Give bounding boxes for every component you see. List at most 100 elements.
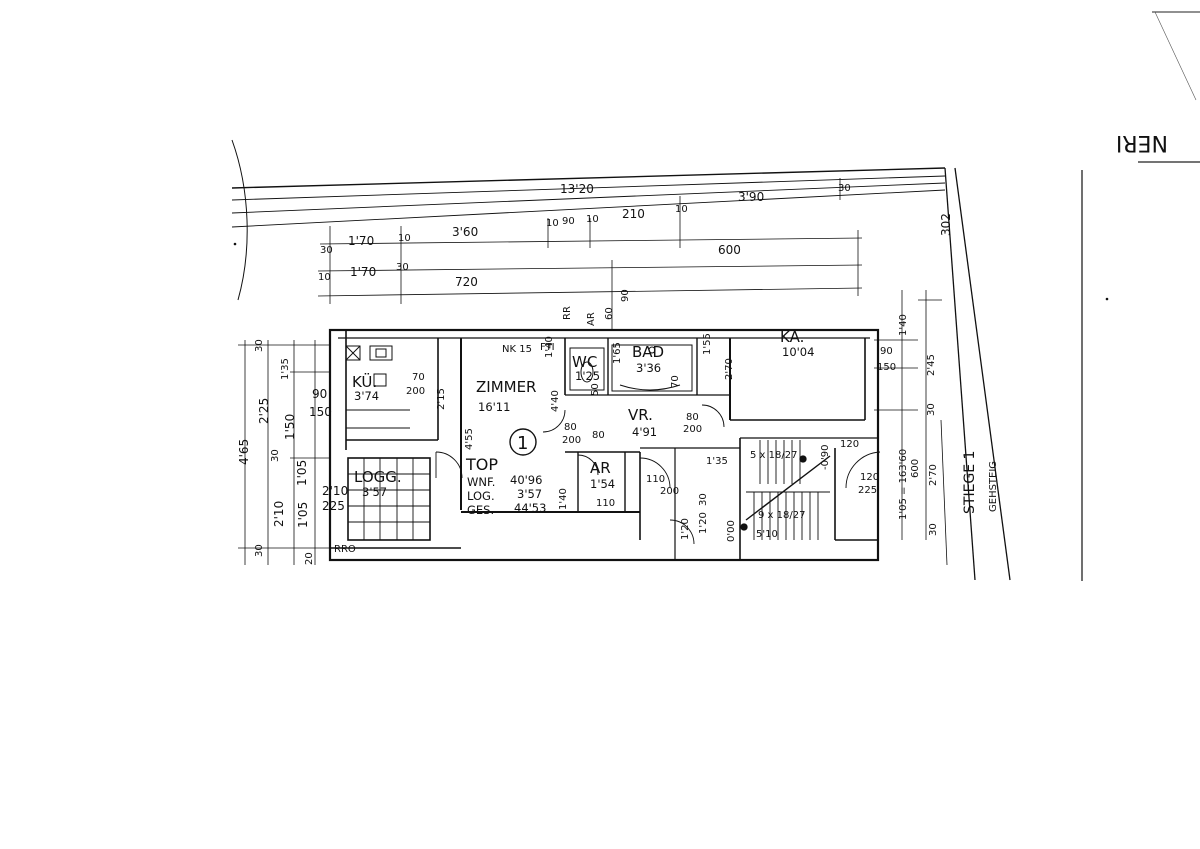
wnf-label: WNF. bbox=[467, 475, 495, 489]
zimmer-area: 16'11 bbox=[478, 400, 510, 414]
zimmer-h: 4'55 bbox=[464, 428, 475, 450]
ka-name: KA. bbox=[780, 328, 804, 346]
ldim-105: 1'05 bbox=[295, 460, 309, 486]
unit-number: 1 bbox=[517, 433, 528, 454]
dim-row2-720: 720 bbox=[455, 275, 478, 289]
dim-seg-600: 600 bbox=[718, 243, 741, 257]
dim-seg-30: 30 bbox=[320, 245, 333, 256]
rr-label: RR bbox=[562, 306, 573, 320]
dim-row2-10: 10 bbox=[318, 272, 331, 283]
bad-155: 1'55 bbox=[702, 333, 713, 355]
stair-lines bbox=[740, 440, 831, 540]
ldim-210: 2'10 bbox=[322, 484, 348, 498]
ar-door-h: 200 bbox=[660, 486, 679, 497]
margin-artifacts: NERI bbox=[231, 11, 1200, 581]
dim-seg-10a: 10 bbox=[398, 233, 411, 244]
ldim-30b: 30 bbox=[270, 449, 281, 462]
ges-label: GES. bbox=[467, 503, 494, 517]
kueche-name: KÜ. bbox=[352, 372, 377, 391]
ka-150: 150 bbox=[877, 362, 896, 373]
dim-seg-90: 90 bbox=[562, 216, 575, 227]
logg-area: 3'57 bbox=[362, 485, 387, 499]
rdim-270: 2'70 bbox=[928, 464, 939, 486]
vr-door-h: 200 bbox=[683, 424, 702, 435]
rdim-140: 1'40 bbox=[898, 314, 909, 336]
logg-name: LOGG. bbox=[354, 468, 402, 486]
stair-lower: 9 x 18/27 bbox=[758, 510, 805, 521]
kueche-area: 3'74 bbox=[354, 389, 379, 403]
ldim-135: 1'35 bbox=[280, 358, 291, 380]
rdim-600: 600 bbox=[910, 459, 921, 478]
ka-270: 2'70 bbox=[724, 358, 735, 380]
dim-overall: 13'20 bbox=[560, 182, 594, 196]
zimmer-name: ZIMMER bbox=[476, 378, 536, 396]
dim-row2-30: 30 bbox=[396, 262, 409, 273]
kue-door-w: 70 bbox=[412, 372, 425, 383]
vr-area: 4'91 bbox=[632, 425, 657, 439]
ldim-225: 2'25 bbox=[257, 398, 271, 424]
wc-140: 1'40 bbox=[544, 336, 555, 358]
ar-area: 1'54 bbox=[590, 477, 615, 491]
ar-140: 1'40 bbox=[558, 488, 569, 510]
kue-door-h: 200 bbox=[406, 386, 425, 397]
zimmer-w: 4'40 bbox=[550, 390, 561, 412]
ldim-150b: 1'50 bbox=[283, 414, 297, 440]
fti-label: FTI bbox=[540, 342, 555, 353]
inner-dimension-text: 70 200 2'15 4'55 4'40 1'40 1'65 50 70 1'… bbox=[406, 314, 939, 542]
dim-seg-10c: 10 bbox=[586, 214, 599, 225]
vr-door-w: 80 bbox=[686, 412, 699, 423]
stair-upper: 5 x 18/27 bbox=[750, 450, 797, 461]
dimension-lines-top bbox=[317, 178, 942, 330]
ar-name: AR bbox=[590, 459, 611, 477]
dim-seg-10b: 10 bbox=[546, 218, 559, 229]
rdim-245: 2'45 bbox=[926, 354, 937, 376]
loggia-grid bbox=[347, 457, 431, 541]
margin-text: NERI bbox=[1116, 130, 1168, 155]
vr-name: VR. bbox=[628, 406, 653, 424]
wc-165: 1'65 bbox=[612, 342, 623, 364]
bottom-510: 5'10 bbox=[756, 529, 778, 540]
stair-name: STIEGE 1 bbox=[962, 451, 978, 514]
log-label: LOG. bbox=[467, 489, 495, 503]
zim-door-w: 80 bbox=[564, 422, 577, 433]
property-lines bbox=[231, 167, 1011, 581]
stair-door-225: 225 bbox=[858, 485, 877, 496]
wc-area: 1'25 bbox=[575, 369, 600, 383]
ldim-105b: 1'05 bbox=[296, 502, 310, 528]
kitchen-fixtures bbox=[345, 345, 410, 429]
wc-50: 50 bbox=[590, 383, 601, 396]
dim-right-side: 302 bbox=[939, 213, 953, 236]
log-value: 3'57 bbox=[517, 487, 542, 501]
service-labels: NK 15 FTI RR AR 60 90 RRO bbox=[334, 289, 631, 555]
wet-room-fixtures bbox=[569, 344, 693, 392]
room-labels: KÜ. 3'74 ZIMMER 16'11 WC 1'25 BAD 3'36 K… bbox=[352, 328, 814, 499]
stair-landing: 1'05 = 163'60 bbox=[898, 449, 909, 520]
bottom-000: 0'00 bbox=[726, 520, 737, 542]
wm-num: 60 bbox=[604, 307, 615, 320]
wc-door-w: 80 bbox=[592, 430, 605, 441]
col-90: 90 bbox=[620, 289, 631, 302]
rdim-30: 30 bbox=[926, 403, 937, 416]
entry-30: 30 bbox=[698, 493, 709, 506]
dim-end-left: 30 bbox=[838, 183, 851, 194]
dim-right: 3'90 bbox=[738, 190, 764, 204]
stair-top-120: 120 bbox=[840, 439, 859, 450]
dimension-lines-left bbox=[238, 340, 330, 565]
unit-summary: 1 TOP WNF. 40'96 LOG. 3'57 GES. 44'53 bbox=[465, 428, 546, 517]
rro-label: RRO bbox=[334, 544, 356, 555]
dim-seg-210: 210 bbox=[622, 207, 645, 221]
entry-120: 1'20 bbox=[698, 512, 709, 534]
wnf-value: 40'96 bbox=[510, 473, 542, 487]
ldim-30: 30 bbox=[254, 339, 265, 352]
ldim-225b: 225 bbox=[322, 499, 345, 513]
rdim-30b: 30 bbox=[928, 523, 939, 536]
ka-90: 90 bbox=[880, 346, 893, 357]
zimmer-win: 2'15 bbox=[436, 388, 447, 410]
dim-seg-170: 1'70 bbox=[348, 234, 374, 248]
stair-level: -0'90 bbox=[820, 445, 831, 470]
ldim-465: 4'65 bbox=[237, 439, 251, 465]
ges-value: 44'53 bbox=[514, 501, 546, 515]
entry-135: 1'35 bbox=[706, 456, 728, 467]
unit-number-circle bbox=[509, 428, 537, 456]
